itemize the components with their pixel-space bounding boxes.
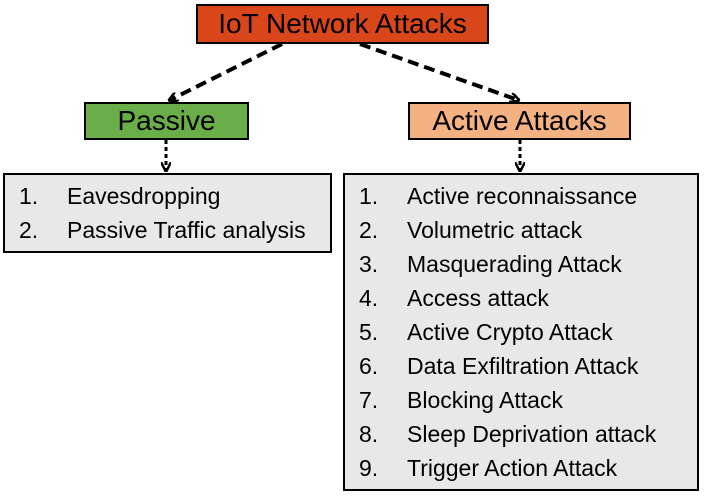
list-item-number: 4. — [359, 284, 379, 311]
root-node-label: IoT Network Attacks — [218, 8, 467, 39]
list-item: 2. Volumetric attack — [345, 213, 697, 247]
list-item: 3. Masquerading Attack — [345, 247, 697, 281]
list-item-text: Masquerading Attack — [407, 250, 622, 277]
list-item: 4. Access attack — [345, 281, 697, 315]
list-item-text: Active Crypto Attack — [407, 318, 613, 345]
list-item-number: 5. — [359, 318, 379, 345]
list-item-number: 2. — [19, 216, 39, 243]
list-item-number: 2. — [359, 216, 379, 243]
active-attacks-node-label: Active Attacks — [432, 105, 607, 136]
list-item: 8. Sleep Deprivation attack — [345, 417, 697, 451]
list-item: 1. Eavesdropping — [5, 179, 330, 213]
list-item-text: Active reconnaissance — [407, 182, 638, 209]
list-item-text: Volumetric attack — [407, 216, 583, 243]
list-item-number: 7. — [359, 386, 379, 413]
arrow-root-to-active — [359, 42, 518, 100]
list-item-text: Passive Traffic analysis — [67, 216, 306, 243]
list-item-text: Access attack — [407, 284, 549, 311]
list-item: 9. Trigger Action Attack — [345, 451, 697, 485]
arrow-root-to-passive — [170, 42, 283, 100]
passive-node-label: Passive — [117, 105, 216, 136]
list-item-number: 9. — [359, 454, 379, 481]
root-node: IoT Network Attacks — [196, 4, 489, 44]
list-item: 2. Passive Traffic analysis — [5, 213, 330, 247]
list-item-text: Eavesdropping — [67, 182, 221, 209]
list-item-text: Data Exfiltration Attack — [407, 352, 639, 379]
list-item-text: Blocking Attack — [407, 386, 563, 413]
list-item-text: Sleep Deprivation attack — [407, 420, 657, 447]
passive-attack-list: 1. Eavesdropping 2. Passive Traffic anal… — [3, 173, 332, 253]
list-item: 5. Active Crypto Attack — [345, 315, 697, 349]
list-item-text: Trigger Action Attack — [407, 454, 618, 481]
list-item-number: 6. — [359, 352, 379, 379]
list-item: 1. Active reconnaissance — [345, 179, 697, 213]
list-item-number: 8. — [359, 420, 379, 447]
list-item: 7. Blocking Attack — [345, 383, 697, 417]
passive-node: Passive — [84, 102, 249, 140]
list-item-number: 1. — [19, 182, 39, 209]
list-item: 6. Data Exfiltration Attack — [345, 349, 697, 383]
list-item-number: 1. — [359, 182, 379, 209]
active-attack-list: 1. Active reconnaissance 2. Volumetric a… — [343, 173, 699, 491]
active-attacks-node: Active Attacks — [408, 102, 631, 140]
list-item-number: 3. — [359, 250, 379, 277]
